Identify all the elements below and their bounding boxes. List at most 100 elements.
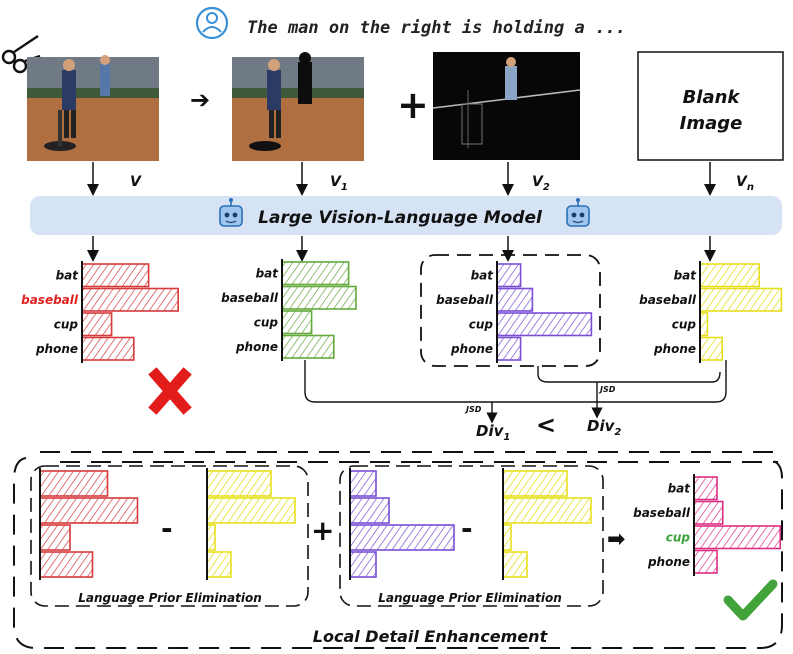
category-label-cup: cup	[254, 316, 279, 330]
input-image-v	[27, 55, 159, 161]
bar-baseball	[502, 497, 592, 524]
bar-cup	[502, 524, 512, 551]
label-v1: V1	[330, 174, 348, 193]
bar-bat	[349, 470, 377, 497]
bar-cup	[206, 524, 216, 551]
bar-bat	[693, 476, 718, 501]
bar-baseball	[39, 497, 139, 524]
minus-symbol: -	[461, 512, 473, 545]
distribution-lpe2-vn	[502, 468, 592, 580]
category-label-baseball: baseball	[639, 293, 697, 307]
bar-baseball	[281, 285, 357, 310]
category-label-cup: cup	[666, 531, 691, 545]
svg-text:Image: Image	[680, 113, 743, 134]
robot-icon	[219, 198, 243, 227]
bar-cup	[81, 312, 113, 337]
category-label-bat: bat	[471, 269, 495, 283]
input-image-v2	[432, 52, 581, 160]
lde-outer-box	[13, 451, 783, 649]
div1-label: Div1	[476, 422, 510, 443]
minus-symbol: -	[161, 512, 173, 545]
bar-cup	[699, 312, 709, 337]
bar-phone	[206, 551, 232, 578]
lpe-label-2: Language Prior Elimination	[378, 591, 562, 605]
category-label-cup: cup	[672, 318, 697, 332]
lpe-label-1: Language Prior Elimination	[78, 591, 262, 605]
bar-cup	[39, 524, 71, 551]
model-label: Large Vision-Language Model	[258, 208, 543, 228]
category-label-baseball: baseball	[436, 293, 494, 307]
user-icon	[195, 6, 229, 40]
bar-baseball	[693, 500, 724, 525]
bar-baseball	[699, 287, 783, 312]
arrows-to-dists	[87, 236, 716, 262]
bar-phone	[699, 336, 724, 361]
category-label-bat: bat	[668, 482, 692, 496]
bar-bat	[206, 470, 272, 497]
svg-text:➔: ➔	[190, 86, 210, 114]
category-label-baseball: baseball	[221, 291, 279, 305]
distribution-result: bat baseball cup phone	[633, 474, 782, 576]
bar-phone	[496, 336, 522, 361]
robot-icon	[566, 198, 590, 227]
distribution-v2: bat baseball cup phone	[436, 261, 593, 363]
model-bar: Large Vision-Language Model	[30, 196, 782, 235]
distribution-v: bat baseball cup phone	[21, 261, 179, 363]
category-label-bat: bat	[256, 267, 280, 281]
distribution-lpe2-v2	[349, 468, 455, 580]
cross-icon	[148, 367, 192, 415]
bar-cup	[349, 524, 455, 551]
bar-bat	[502, 470, 568, 497]
label-v: V	[130, 174, 142, 190]
category-label-phone: phone	[235, 340, 278, 354]
lde-label: Local Detail Enhancement	[313, 627, 549, 646]
bar-bat	[496, 263, 522, 288]
bar-phone	[81, 336, 135, 361]
plus-icon: +	[397, 83, 429, 127]
div2-label: Div2	[587, 417, 621, 438]
svg-text:Blank: Blank	[683, 87, 741, 108]
label-v2: V2	[532, 174, 550, 193]
blank-image-box: Blank Image	[637, 51, 784, 161]
bar-bat	[281, 261, 350, 286]
bar-cup	[496, 312, 593, 337]
plus-symbol: +	[311, 514, 334, 547]
category-label-baseball: baseball	[21, 293, 79, 307]
distribution-vn: bat baseball cup phone	[639, 261, 783, 363]
lpe-box-1	[30, 465, 309, 607]
category-label-bat: bat	[56, 269, 80, 283]
category-label-cup: cup	[54, 318, 79, 332]
bar-baseball	[206, 497, 296, 524]
bar-phone	[349, 551, 377, 578]
bar-bat	[699, 263, 761, 288]
bar-cup	[281, 310, 313, 335]
arrow-icon: ➔	[190, 86, 210, 114]
distribution-v1: bat baseball cup phone	[221, 259, 357, 361]
question-text: The man on the right is holding a ...	[247, 18, 626, 38]
bar-cup	[693, 525, 782, 550]
category-label-baseball: baseball	[633, 506, 691, 520]
bar-baseball	[496, 287, 534, 312]
bar-bat	[39, 470, 109, 497]
bar-baseball	[349, 497, 390, 524]
category-label-bat: bat	[674, 269, 698, 283]
bar-baseball	[81, 287, 179, 312]
distribution-lpe1-vn	[206, 468, 296, 580]
bar-phone	[693, 549, 718, 574]
divergence-connectors	[304, 360, 727, 424]
check-icon	[723, 579, 778, 621]
category-label-phone: phone	[450, 342, 493, 356]
distribution-lpe1-v	[39, 468, 139, 580]
lpe-box-2	[339, 465, 604, 607]
bar-phone	[39, 551, 94, 578]
bar-phone	[502, 551, 528, 578]
v2-dashed-box	[420, 254, 601, 367]
jsd-label-1: JSD	[464, 405, 482, 414]
category-label-cup: cup	[469, 318, 494, 332]
bar-phone	[281, 334, 335, 359]
category-label-phone: phone	[647, 555, 690, 569]
input-image-v1	[232, 52, 364, 161]
category-label-phone: phone	[653, 342, 696, 356]
category-label-phone: phone	[35, 342, 78, 356]
